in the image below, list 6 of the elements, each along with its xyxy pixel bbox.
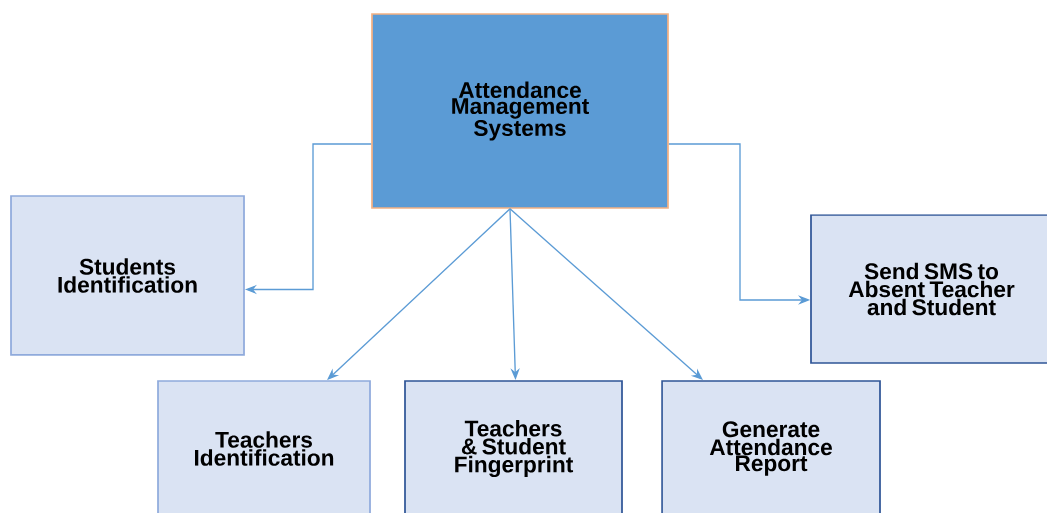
module-box: Teachers Identification — [157, 380, 371, 513]
module-box: Students Identification — [10, 195, 245, 356]
module-box: Send SMS to Absent Teacher and Student — [810, 214, 1047, 364]
system-box: Attendance Management Systems — [371, 13, 669, 209]
module-box: Teachers & Student Fingerprint — [404, 380, 623, 513]
module-box: Generate Attendance Report — [661, 380, 881, 513]
